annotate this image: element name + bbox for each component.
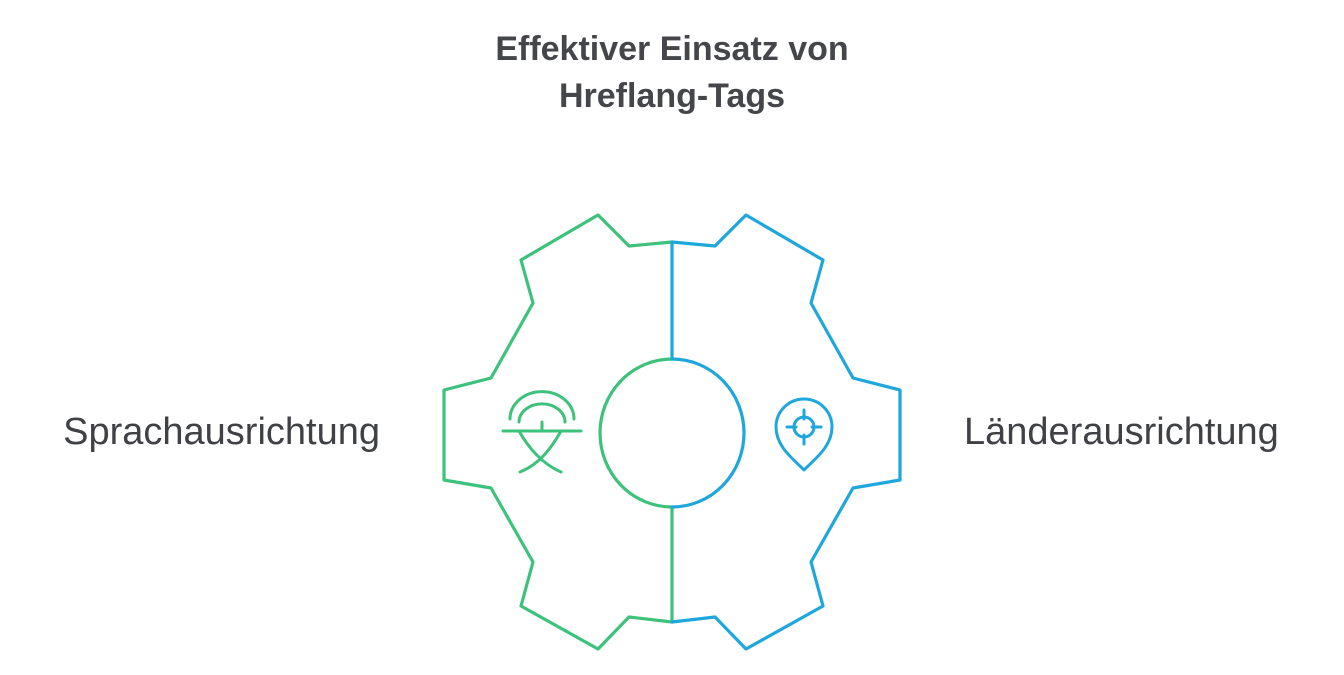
center-circle-left (598, 357, 674, 509)
gear-left-half (442, 213, 674, 651)
title-line-2: Hreflang-Tags (558, 77, 786, 115)
diagram-title: Effektiver Einsatz von Hreflang-Tags (372, 26, 972, 120)
left-label: Sprachausrichtung (63, 411, 380, 453)
right-label: Länderausrichtung (964, 411, 1279, 453)
language-translate-icon (501, 390, 583, 474)
gear-right-half (670, 213, 902, 651)
title-line-1: Effektiver Einsatz von (495, 30, 849, 68)
location-target-pin-icon (774, 397, 834, 472)
center-circle-right (670, 357, 746, 509)
